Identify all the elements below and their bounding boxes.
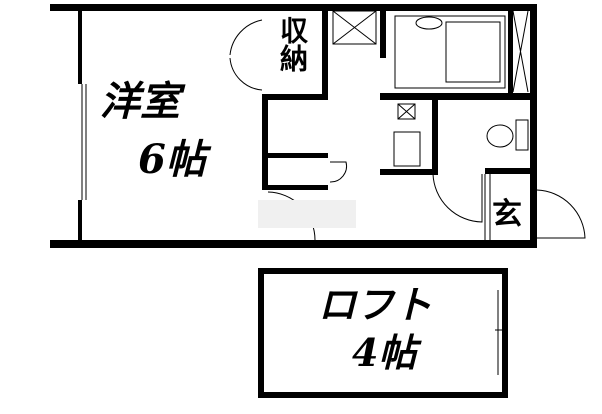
washing-machine [332,10,377,45]
door-toilet [432,173,483,223]
storage-label: 収納 [276,16,309,72]
bath-cabinet [512,10,529,93]
sink [415,16,443,30]
closet-top-wall [262,153,328,158]
left-wall-top [78,4,82,84]
bath-bottom-wall [380,93,530,100]
door-entrance [536,189,586,239]
door-storage [229,19,263,91]
shade [258,200,356,228]
loft-size: 4帖 [352,330,417,375]
door-closet [329,161,347,183]
stove [397,103,416,120]
kitchen-sink [393,131,421,167]
loft-outline [258,268,508,398]
hall-left-wall [262,94,268,190]
top-wall [50,4,537,11]
bath-left-wall [380,4,386,58]
storage-right-wall [322,4,328,100]
toilet [486,124,514,148]
right-wall [530,4,537,248]
bath-right-wall [508,4,513,96]
loft-label: ロフト [318,282,433,327]
western-room-label: 洋室 [100,78,180,125]
kitchen-bottom-wall [380,169,432,175]
toilet-bottom-wall [485,168,530,174]
closet-bottom-wall [262,185,328,190]
bathtub [394,15,506,89]
entrance-label: 玄 [492,197,522,232]
western-room-size: 6帖 [138,136,206,183]
bottom-wall [50,240,537,248]
storage-bottom-wall [262,94,328,100]
left-wall-bottom [78,200,82,248]
walls [50,4,537,248]
kitchen-right-wall [432,100,438,175]
